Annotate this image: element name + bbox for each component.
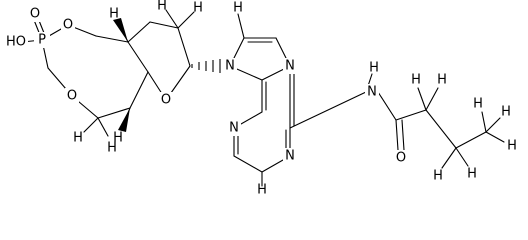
chain-h1a-label: H xyxy=(411,73,421,88)
ring-oxygen-lower-label: O xyxy=(67,89,77,104)
methyl-h-a-label: H xyxy=(473,97,483,112)
chain-h2a-label: H xyxy=(433,169,443,184)
chain-h1b-label: H xyxy=(437,73,447,88)
bond-lines xyxy=(21,9,505,187)
furanose-oxygen-label: O xyxy=(161,93,171,108)
methyl-h-c-label: H xyxy=(507,139,517,154)
amide-nitrogen-label: N xyxy=(367,85,377,100)
hydroxyl-label: HO xyxy=(6,35,26,50)
stereo-wedges xyxy=(113,18,130,132)
amide-hydrogen-label: H xyxy=(369,61,379,76)
c5prime-h-left-label: H xyxy=(73,131,83,146)
ring-oxygen-upper-label: O xyxy=(63,18,73,33)
phosphoryl-oxygen-label: O xyxy=(30,7,40,22)
methyl-h-b-label: H xyxy=(501,105,511,120)
n7-label: N xyxy=(285,59,295,74)
h2-label: H xyxy=(257,183,267,196)
c2prime-h-a-label: H xyxy=(157,0,167,14)
h8-label: H xyxy=(233,1,243,16)
n9-label: N xyxy=(225,59,235,74)
molecule-structure: P HO O O O O H H H H H H N N N N H H N H xyxy=(6,0,517,195)
c5prime-h-right-label: H xyxy=(107,141,117,156)
phosphorus-label: P xyxy=(38,33,46,48)
carbonyl-oxygen-label: O xyxy=(396,151,406,166)
hashed-glycosidic-bond xyxy=(191,59,221,73)
ring-h-lower-label: H xyxy=(113,131,123,146)
ring-h-upper-label: H xyxy=(109,7,119,22)
atom-labels: P HO O O O O H H H H H H N N N N H H N H xyxy=(6,0,517,195)
c2prime-h-b-label: H xyxy=(193,1,203,16)
chain-h2b-label: H xyxy=(467,167,477,182)
n1-label: N xyxy=(285,149,295,164)
n3-label: N xyxy=(229,121,239,136)
